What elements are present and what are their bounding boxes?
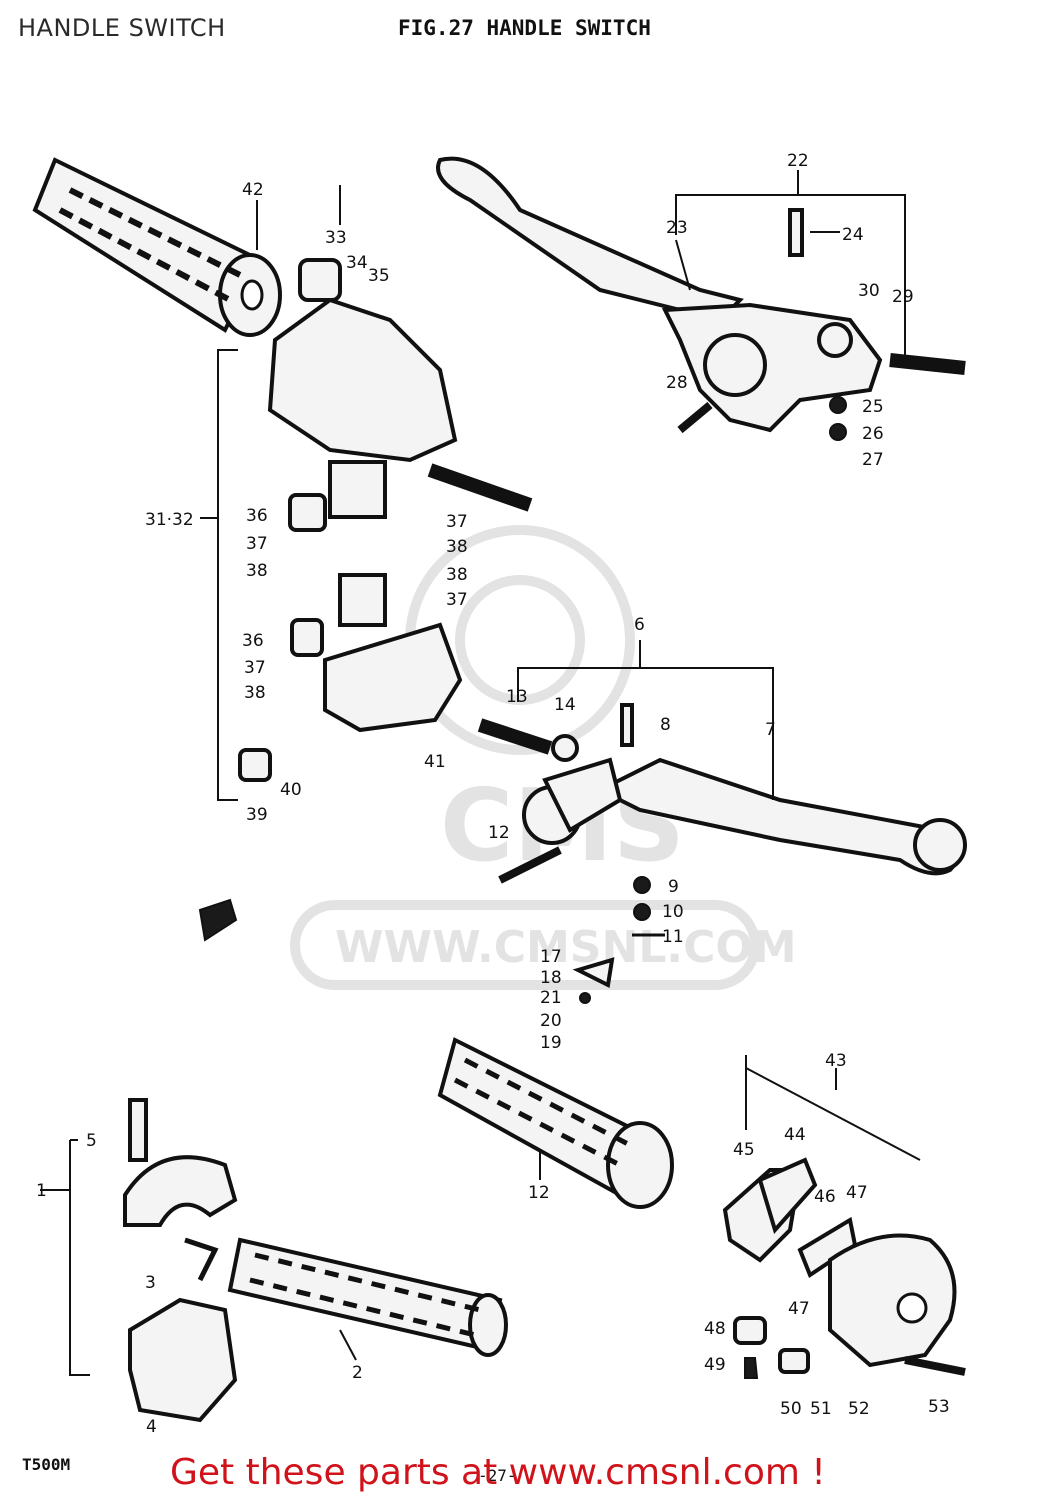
callout-38b: 38 [446,537,468,557]
callout-21: 21 [540,988,562,1008]
callout-2: 2 [352,1363,363,1383]
callout-28: 28 [666,373,688,393]
callout-37a: 37 [246,534,268,554]
callout-50: 50 [780,1399,802,1419]
callout-12b: 12 [528,1183,550,1203]
callout-29: 29 [892,287,914,307]
page-title: HANDLE SWITCH [18,14,226,42]
page-number: -27- [478,1466,517,1485]
callout-45: 45 [733,1140,755,1160]
callout-42: 42 [242,180,264,200]
callout-6: 6 [634,615,645,635]
model-code: T500M [22,1455,71,1474]
callout-37d: 37 [244,658,266,678]
callout-37c: 37 [446,590,468,610]
callout-37b: 37 [446,512,468,532]
watermark: WWW.CMSNL.COM CMS [290,525,797,990]
callout-8: 8 [660,715,671,735]
cta-link[interactable]: Get these parts at www.cmsnl.com ! [170,1452,826,1493]
lever-upper-right [436,156,966,441]
callout-30: 30 [858,281,880,301]
watermark-url: WWW.CMSNL.COM [335,922,797,973]
callout-38c: 38 [446,565,468,585]
callout-46: 46 [814,1187,836,1207]
callout-33: 33 [325,228,347,248]
callout-19: 19 [540,1033,562,1053]
callout-23: 23 [666,218,688,238]
callout-36b: 36 [242,631,264,651]
callout-4: 4 [146,1417,157,1437]
figure-title: FIG.27 HANDLE SWITCH [398,16,651,40]
callout-17: 17 [540,947,562,967]
callout-13: 13 [506,687,528,707]
grip-throttle [437,1037,674,1209]
callout-26: 26 [862,424,884,444]
grip-left-upper [32,157,282,337]
callout-52: 52 [848,1399,870,1419]
callout-35: 35 [368,266,390,286]
callout-38d: 38 [244,683,266,703]
callout-48: 48 [704,1319,726,1339]
callout-10: 10 [662,902,684,922]
switch-housing-upper [198,258,533,942]
callout-53: 53 [928,1397,950,1417]
callout-44: 44 [784,1125,806,1145]
callout-34: 34 [346,253,368,273]
callout-47a: 47 [846,1183,868,1203]
callout-38a: 38 [246,561,268,581]
callout-49: 49 [704,1355,726,1375]
callout-40: 40 [280,780,302,800]
callout-43: 43 [825,1051,847,1071]
callout-47b: 47 [788,1299,810,1319]
callout-25: 25 [862,397,884,417]
callout-24: 24 [842,225,864,245]
leader-lines [40,170,921,1376]
callout-20: 20 [540,1011,562,1031]
callout-12a: 12 [488,823,510,843]
callout-39: 39 [246,805,268,825]
callout-51: 51 [810,1399,832,1419]
callout-31-32: 31·32 [145,510,194,530]
callout-5: 5 [86,1131,97,1151]
callout-14: 14 [554,695,576,715]
lever-middle [477,703,967,1004]
callout-labels: 42 33 34 35 31·32 36 37 38 37 38 38 37 3… [36,151,950,1437]
callout-18: 18 [540,968,562,988]
switch-housing-lower [722,1157,966,1379]
callout-22: 22 [787,151,809,171]
callout-41: 41 [424,752,446,772]
callout-27: 27 [862,450,884,470]
throttle-housing [123,1098,508,1423]
callout-7: 7 [765,720,776,740]
callout-1: 1 [36,1181,47,1201]
callout-3: 3 [145,1273,156,1293]
callout-11: 11 [662,927,684,947]
callout-9: 9 [668,877,679,897]
callout-36a: 36 [246,506,268,526]
